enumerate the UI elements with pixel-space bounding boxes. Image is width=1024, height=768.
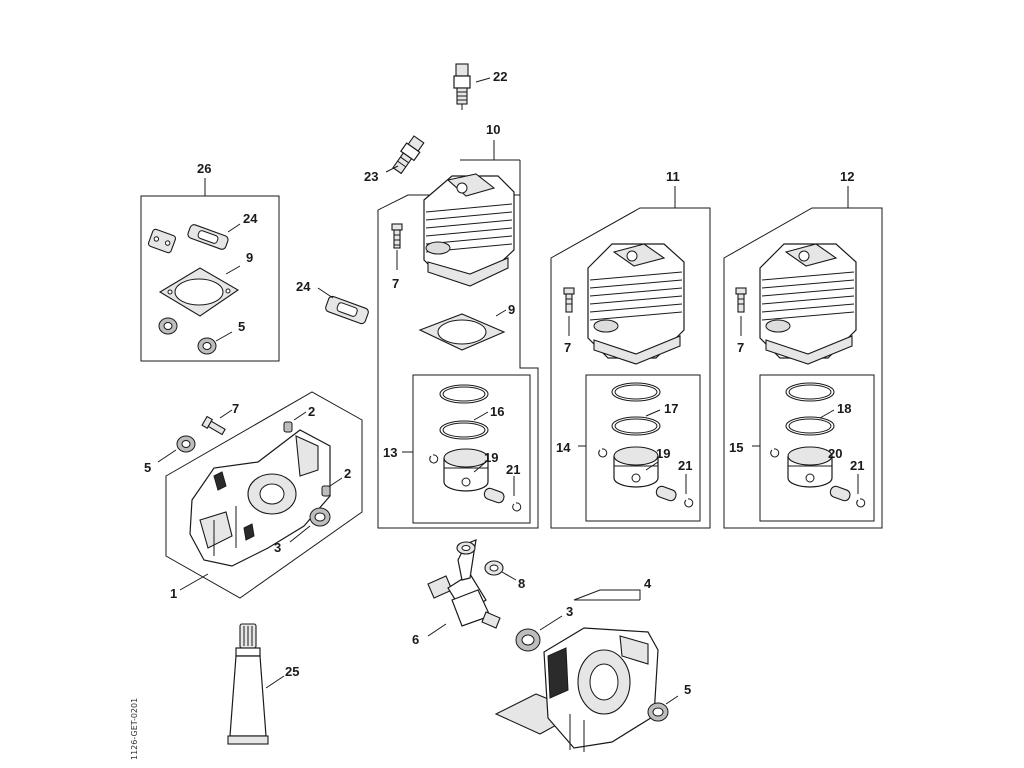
gasket-set-box xyxy=(140,195,280,362)
callout-13: 13 xyxy=(383,445,397,460)
piston-ring-part xyxy=(611,382,661,436)
screw-part xyxy=(735,287,747,313)
oil-seal-part xyxy=(158,317,217,355)
grease-tube-part xyxy=(227,623,269,745)
callout-21: 21 xyxy=(850,458,864,473)
circlip-part xyxy=(512,502,522,512)
intake-gasket-part xyxy=(325,295,369,325)
intake-gasket-part xyxy=(187,224,229,250)
callout-6: 6 xyxy=(412,632,419,647)
circlip-part xyxy=(598,448,608,458)
callout-11: 11 xyxy=(666,169,680,184)
callout-3: 3 xyxy=(274,540,281,555)
piston-pin-part xyxy=(829,485,851,502)
callout-19: 19 xyxy=(656,446,670,461)
cylinder-part xyxy=(423,173,515,287)
base-gasket-part xyxy=(418,313,506,351)
crankcase-half-part xyxy=(494,627,659,752)
callout-22: 22 xyxy=(493,69,507,84)
circlip-part xyxy=(770,448,780,458)
circlip-part xyxy=(684,498,694,508)
screw-part xyxy=(201,415,226,436)
circlip-part xyxy=(429,454,439,464)
piston-part xyxy=(613,446,659,488)
callout-7: 7 xyxy=(737,340,744,355)
circlip-part xyxy=(856,498,866,508)
callout-5: 5 xyxy=(238,319,245,334)
cylinder-part xyxy=(587,243,685,365)
callout-21: 21 xyxy=(506,462,520,477)
callout-4: 4 xyxy=(644,576,652,591)
callout-24: 24 xyxy=(243,211,258,226)
oil-seal-part xyxy=(176,435,196,453)
callout-18: 18 xyxy=(837,401,851,416)
needle-bearing-part xyxy=(484,560,504,576)
callout-16: 16 xyxy=(490,404,504,419)
callout-17: 17 xyxy=(664,401,678,416)
callout-14: 14 xyxy=(556,440,571,455)
cylinder-kit-12-outline xyxy=(723,207,883,529)
callout-1: 1 xyxy=(170,586,177,601)
screw-part xyxy=(563,287,575,313)
cylinder-kit-10-outline xyxy=(377,194,539,529)
piston-kit-box xyxy=(759,374,875,522)
screw-part xyxy=(391,223,403,249)
base-gasket-part xyxy=(158,267,240,317)
callout-3: 3 xyxy=(566,604,573,619)
callout-10: 10 xyxy=(486,122,500,137)
callout-2: 2 xyxy=(308,404,315,419)
callout-20: 20 xyxy=(828,446,842,461)
callout-5: 5 xyxy=(684,682,691,697)
callout-12: 12 xyxy=(840,169,854,184)
callout-9: 9 xyxy=(508,302,515,317)
callout-7: 7 xyxy=(564,340,571,355)
callout-15: 15 xyxy=(729,440,743,455)
callout-26: 26 xyxy=(197,161,211,176)
callout-8: 8 xyxy=(518,576,525,591)
piston-part xyxy=(787,446,833,488)
crankcase-half-part xyxy=(189,429,331,567)
callout-25: 25 xyxy=(285,664,299,679)
callout-5: 5 xyxy=(144,460,151,475)
callout-21: 21 xyxy=(678,458,692,473)
drawing-id: 1126-GET-0201 xyxy=(130,698,139,760)
crankcase-right-outline xyxy=(573,589,641,601)
spark-plug-part xyxy=(453,63,471,110)
cylinder-part xyxy=(759,243,857,365)
crankshaft-part xyxy=(427,539,501,629)
callout-7: 7 xyxy=(392,276,399,291)
callout-7: 7 xyxy=(232,401,239,416)
callout-23: 23 xyxy=(364,169,378,184)
oil-seal-part xyxy=(647,702,669,722)
crankcase-box xyxy=(165,391,363,599)
callout-19: 19 xyxy=(484,450,498,465)
small-gasket-part xyxy=(147,228,177,254)
oil-seal-part xyxy=(309,507,331,527)
callout-9: 9 xyxy=(246,250,253,265)
piston-ring-part xyxy=(439,384,489,440)
piston-pin-part xyxy=(483,487,505,504)
piston-kit-box xyxy=(412,374,531,524)
piston-pin-part xyxy=(655,485,677,502)
piston-part xyxy=(443,448,489,492)
dowel-pin-part xyxy=(283,421,331,497)
callout-2: 2 xyxy=(344,466,351,481)
callout-24: 24 xyxy=(296,279,311,294)
piston-ring-part xyxy=(785,382,835,436)
decompression-valve-part xyxy=(392,135,425,175)
ball-bearing-part xyxy=(515,628,541,652)
piston-kit-box xyxy=(585,374,701,522)
